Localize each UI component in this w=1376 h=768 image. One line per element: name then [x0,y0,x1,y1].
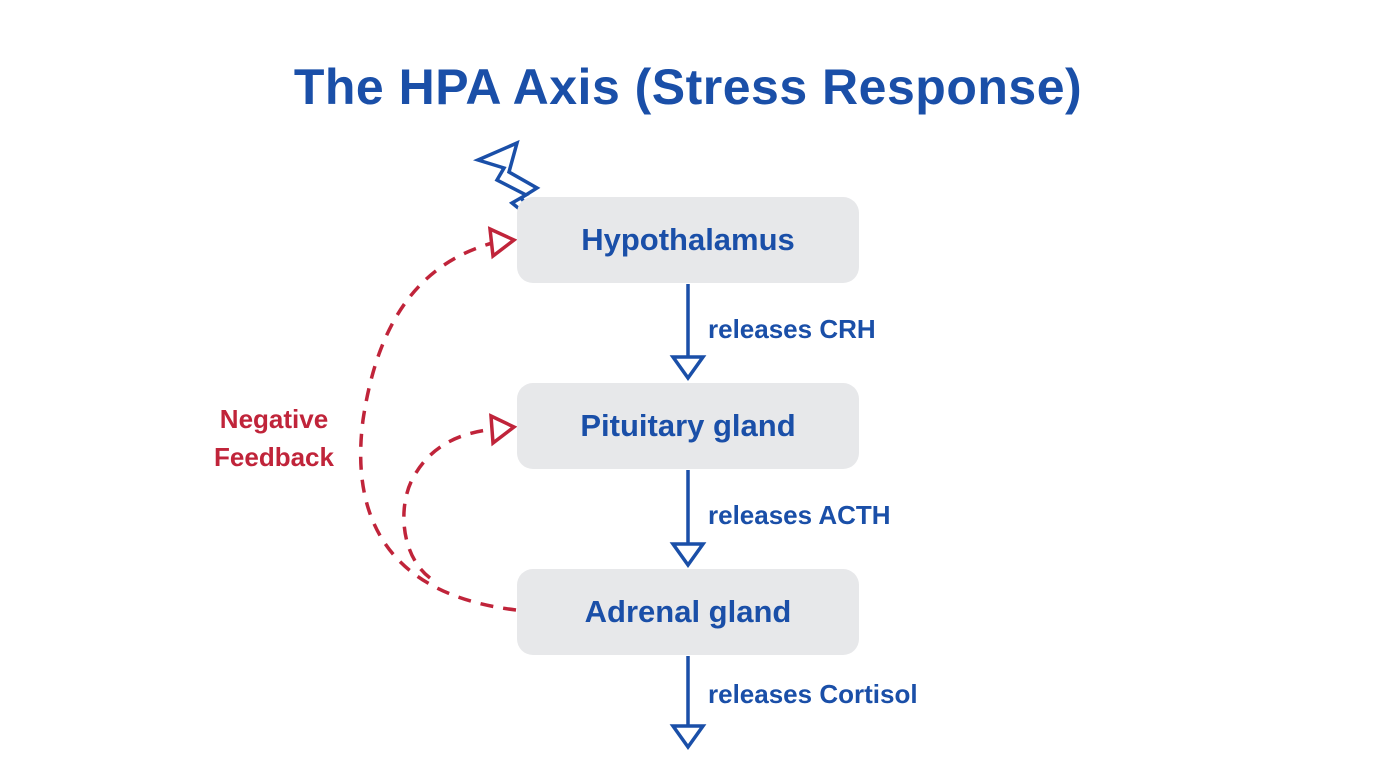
flow-arrow-acth [669,470,707,569]
feedback-arrow-to-pituitary [402,413,518,580]
node-hypothalamus: Hypothalamus [517,197,859,283]
step-label-cortisol: releases Cortisol [708,679,918,709]
step-label-acth: releases ACTH [708,500,891,530]
negative-feedback-line2: Feedback [214,442,334,472]
flow-arrow-cortisol [669,656,707,751]
negative-feedback-line1: Negative [219,404,329,434]
page-title: The HPA Axis (Stress Response) [293,59,1083,115]
node-pituitary-gland: Pituitary gland [517,383,859,469]
node-adrenal-gland: Adrenal gland [517,569,859,655]
flow-arrow-crh [669,284,707,382]
step-label-crh: releases CRH [708,314,876,344]
negative-feedback-label: Negative Feedback [186,400,362,476]
feedback-arrow-to-hypothalamus [358,226,518,612]
